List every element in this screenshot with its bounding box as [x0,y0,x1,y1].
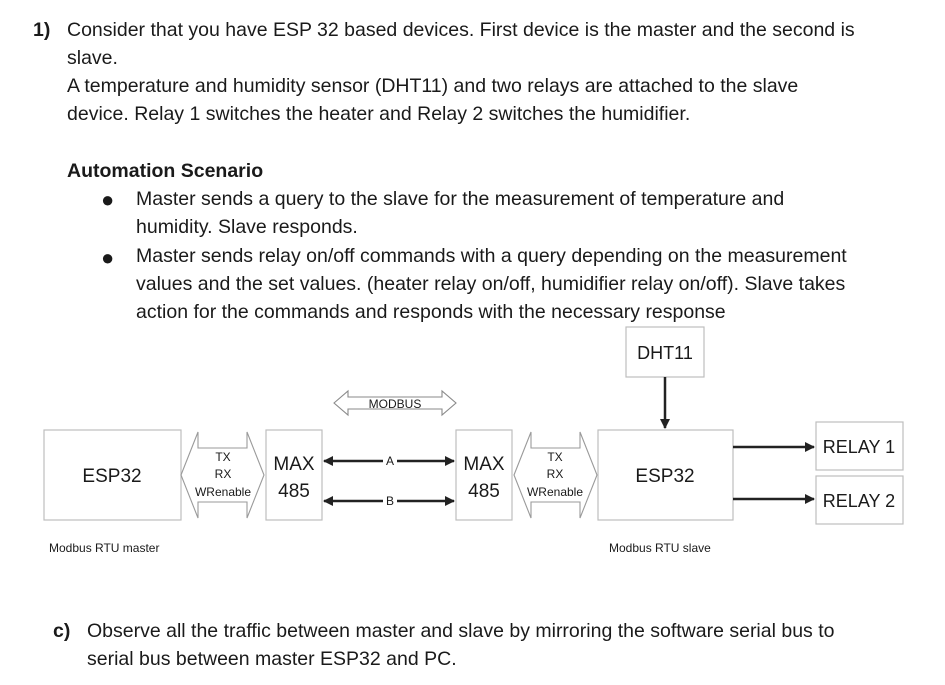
dht11-box [625,326,705,378]
relay2-label: RELAY 2 [823,491,895,511]
scenario-heading: Automation Scenario [67,160,264,182]
question-line-1-text: Consider that you have ESP 32 based devi… [67,19,855,41]
bus-line-b-label-bg [383,494,397,508]
question-c-number: c) [53,620,71,642]
master-signal-tx: TX [215,450,230,464]
question-line-4: device. Relay 1 switches the heater and … [67,103,691,125]
max485-right-line-1: MAX [463,454,505,475]
bullet-2-line-2: values and the set values. (heater relay… [136,273,846,295]
bullet-dot-1: ● [101,187,115,212]
slave-signal-wrenable: WRenable [527,485,583,499]
question-c-line-1: Observe all the traffic between master a… [87,620,835,642]
bullet-dot-2: ● [101,245,115,270]
master-signal-arrow [180,431,265,519]
bullet-2-line-3: action for the commands and responds wit… [136,301,726,323]
master-signal-rx: RX [215,467,232,481]
slave-caption: Modbus RTU slave [609,541,711,555]
relay1-label: RELAY 1 [823,437,895,457]
question-number: 1) [33,19,51,41]
master-signal-wrenable: WRenable [195,485,251,499]
question-line-1: Consider that you have ESP 32 based devi… [67,16,909,44]
slave-signal-tx: TX [547,450,562,464]
relay2-box [815,475,904,525]
question-line-3: A temperature and humidity sensor (DHT11… [67,75,799,97]
bullet-1-line-1: Master sends a query to the slave for th… [136,188,785,210]
slave-signal-arrow [513,431,598,519]
slave-signal-rx: RX [547,467,564,481]
max485-left-box [265,429,323,521]
bus-line-b-label: B [386,494,394,508]
question-c-line-2: serial bus between master ESP32 and PC. [87,648,457,670]
master-esp32-box [43,429,182,521]
modbus-label: MODBUS [369,397,422,411]
dht11-label: DHT11 [637,343,693,363]
master-esp32-label: ESP32 [82,466,141,487]
slave-esp32-label: ESP32 [635,466,694,487]
relay1-box [815,421,904,471]
master-caption: Modbus RTU master [49,541,159,555]
bullet-2-line-1: Master sends relay on/off commands with … [136,245,847,267]
bus-line-a-label-bg [383,454,397,468]
max485-left-line-1: MAX [273,454,315,475]
max485-left-line-2: 485 [278,481,310,502]
bus-line-a-label: A [386,454,394,468]
question-line-2: slave. [67,47,118,69]
modbus-arrow [333,389,457,417]
slave-esp32-box [597,429,734,521]
bullet-1-line-2: humidity. Slave responds. [136,216,358,238]
max485-right-line-2: 485 [468,481,500,502]
max485-right-box [455,429,513,521]
